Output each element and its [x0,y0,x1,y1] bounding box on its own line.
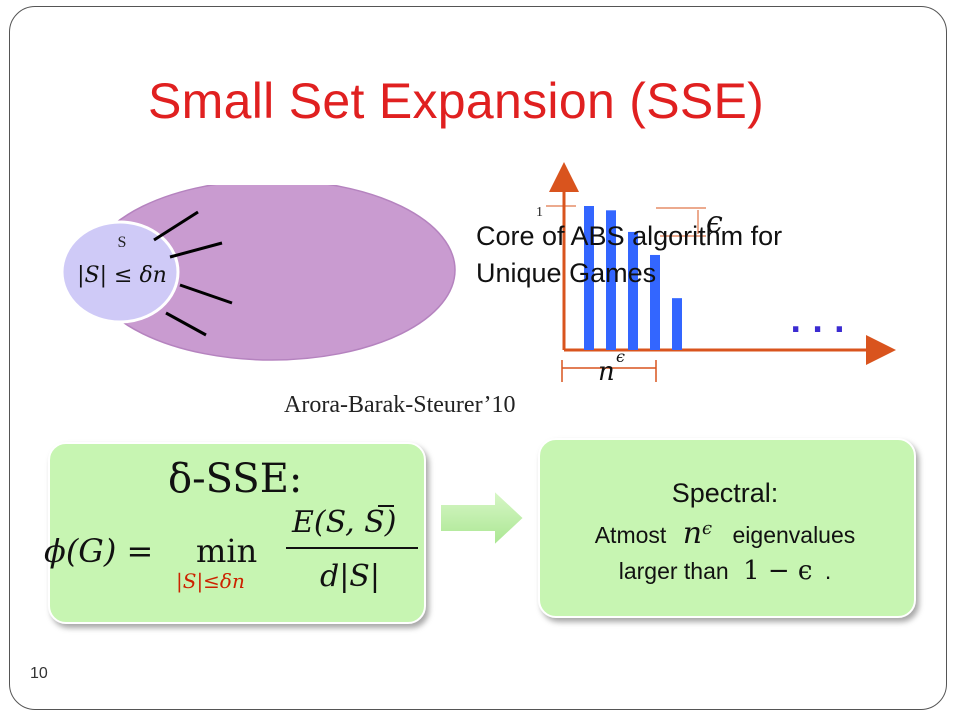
implies-arrow [439,487,526,549]
set-s-ellipse [60,220,180,324]
min-operator: min [196,532,257,570]
sse-definition-box [48,442,426,624]
spectral-line1-post: eigenvalues [732,522,856,548]
edge-line-3 [179,283,233,305]
core-text-line-2: Unique Games [476,258,657,288]
set-label: S [118,234,127,251]
eigenvalue-bar [584,206,594,350]
core-abs-text: Core of ABS algorithm for Unique Games [476,218,782,292]
eigenvalue-bar [650,254,660,350]
eigenvalue-bar [672,298,682,350]
epsilon-label: ϵ [706,205,723,240]
spectral-line-1: Atmost nϵ eigenvalues [538,516,912,551]
min-subscript: |S|≤δn [176,569,245,594]
slide-title: Small Set Expansion (SSE) [148,73,765,129]
ellipsis: . . . [790,305,845,340]
set-size-constraint: |S| ≤ δn [77,263,167,288]
eigenvalue-bars [584,206,682,350]
core-text-line-1: Core of ABS algorithm for [476,221,783,251]
spectral-title: Spectral: [671,478,779,508]
x-label-exponent: ϵ [616,347,625,366]
sse-heading: δ-SSE: [168,456,302,502]
spectral-line1-pre: Atmost [594,522,667,548]
spectral-box [538,438,916,618]
sse-formula: δ-SSE: ϕ(G) = min |S|≤δn E(S, S) d|S| [44,456,418,594]
arrow-shape [439,487,526,549]
set-expansion-figure: S |S| ≤ δn [60,185,456,361]
x-label-n: n [598,357,615,387]
spectral-line2-pre: larger than [618,558,729,584]
spectrum-figure: 1 ϵ . . . n ϵ [536,162,896,387]
phi-lhs: ϕ(G) = [44,532,153,570]
slide-number: 10 [30,665,48,682]
spectral-line-2: larger than 1 − ϵ . [538,556,912,586]
edge-line-1 [153,210,199,242]
fraction-numerator: E(S, S) [291,505,396,540]
edge-line-4 [165,311,207,337]
eigenvalue-bar [628,231,638,350]
citation: Arora-Barak-Steurer’10 [284,392,516,418]
eigenvalue-bar [606,210,616,350]
spectral-line2-post: . [824,558,832,584]
spectral-n-exponent: ϵ [702,518,713,540]
spectral-n-math: n [682,516,703,551]
spectral-threshold-math: 1 − ϵ [743,556,813,586]
fraction-denominator: d|S| [320,559,380,594]
y-tick-label: 1 [536,205,543,220]
edge-line-2 [169,241,223,259]
